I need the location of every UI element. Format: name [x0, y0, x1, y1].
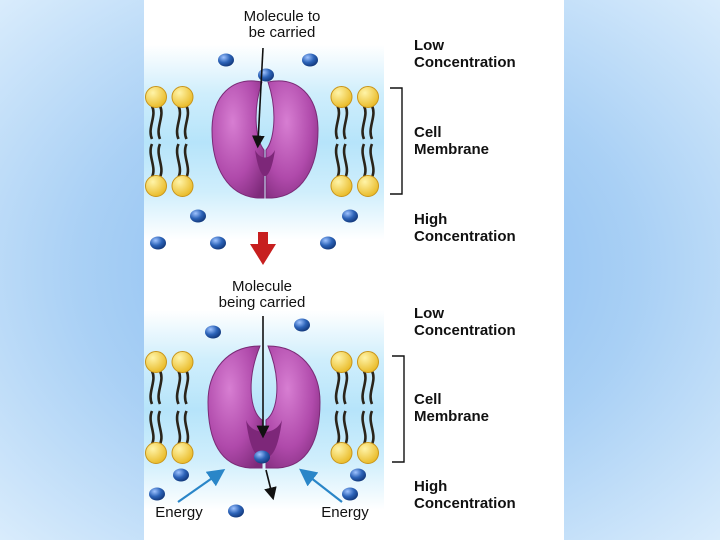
- bottom-carrier-protein: [207, 345, 321, 469]
- lipid-tail: [157, 105, 163, 140]
- lipid-head: [171, 86, 194, 108]
- molecule: [320, 236, 336, 250]
- lipid-tail: [175, 370, 182, 405]
- molecule: [205, 325, 221, 339]
- lipid-tail: [334, 370, 341, 405]
- lipid-tail: [334, 143, 341, 178]
- lipid-head: [171, 175, 194, 197]
- molecule: [302, 53, 318, 67]
- caption-line: being carried: [218, 294, 306, 311]
- caption-line: be carried: [248, 24, 316, 41]
- lipid-head: [330, 86, 353, 108]
- lipid-tail: [149, 410, 155, 445]
- caption-line: Molecule: [231, 278, 293, 295]
- lipid-tail: [342, 370, 349, 405]
- molecule-being-carried: [254, 450, 270, 464]
- lipid-head: [145, 351, 167, 373]
- lipid-head: [357, 351, 379, 373]
- molecule: [294, 318, 310, 332]
- lipid-tail: [369, 410, 375, 445]
- lipid-tail: [342, 410, 349, 445]
- lipid-tail: [157, 410, 163, 445]
- lipid-head: [330, 442, 353, 464]
- energy-label-left: Energy: [155, 504, 203, 521]
- bottom-molecules: [149, 318, 366, 518]
- lipid-tail: [157, 370, 163, 405]
- lipid-tail: [361, 105, 367, 140]
- bottom-membrane-bracket: [392, 355, 405, 463]
- lipid-tail: [361, 410, 367, 445]
- molecule: [342, 487, 358, 501]
- molecule-to-be-carried: [258, 68, 274, 82]
- exit-arrow: [264, 469, 277, 501]
- lipid-head: [145, 175, 167, 197]
- lipid-head: [145, 442, 167, 464]
- molecule: [350, 468, 366, 482]
- lipid-tail: [369, 370, 375, 405]
- molecule: [173, 468, 189, 482]
- molecule: [228, 504, 244, 518]
- lipid-head: [357, 442, 379, 464]
- lipid-head: [171, 442, 194, 464]
- lipid-tail: [334, 410, 341, 445]
- bottom-caption: Molecule being carried: [192, 279, 332, 311]
- lipid-tail: [183, 105, 190, 140]
- lipid-tail: [334, 105, 341, 140]
- molecule: [190, 209, 206, 223]
- top-membrane-bracket: [390, 87, 403, 195]
- top-caption: Molecule to be carried: [212, 9, 352, 41]
- energy-arrow-left: [177, 468, 226, 503]
- molecule: [342, 209, 358, 223]
- lipid-head: [330, 175, 353, 197]
- lipid-tail: [175, 410, 182, 445]
- lipid-head: [171, 351, 194, 373]
- lipid-head: [145, 86, 167, 108]
- lipid-tail: [157, 143, 163, 178]
- lipid-tail: [175, 143, 182, 178]
- lipid-tail: [183, 143, 190, 178]
- lipid-tail: [175, 105, 182, 140]
- bottom-cell-membrane: [145, 351, 379, 464]
- molecule: [149, 487, 165, 501]
- top-carrier-protein: [211, 80, 319, 199]
- caption-line: Molecule to: [243, 8, 321, 25]
- transition-arrow-icon: [250, 232, 276, 265]
- top-molecules: [150, 53, 358, 250]
- lipid-tail: [369, 143, 375, 178]
- lipid-tail: [369, 105, 375, 140]
- molecule: [210, 236, 226, 250]
- top-path-arrow: [251, 47, 265, 149]
- lipid-tail: [342, 143, 349, 178]
- lipid-head: [357, 86, 379, 108]
- molecule: [150, 236, 166, 250]
- lipid-tail: [183, 370, 190, 405]
- lipid-tail: [149, 143, 155, 178]
- energy-arrow-right: [299, 468, 343, 503]
- lipid-head: [330, 351, 353, 373]
- lipid-tail: [361, 370, 367, 405]
- lipid-tail: [183, 410, 190, 445]
- lipid-head: [357, 175, 379, 197]
- top-cell-membrane: [145, 86, 379, 197]
- lipid-tail: [361, 143, 367, 178]
- lipid-tail: [149, 105, 155, 140]
- lipid-tail: [342, 105, 349, 140]
- molecule: [218, 53, 234, 67]
- energy-label-right: Energy: [321, 504, 369, 521]
- lipid-tail: [149, 370, 155, 405]
